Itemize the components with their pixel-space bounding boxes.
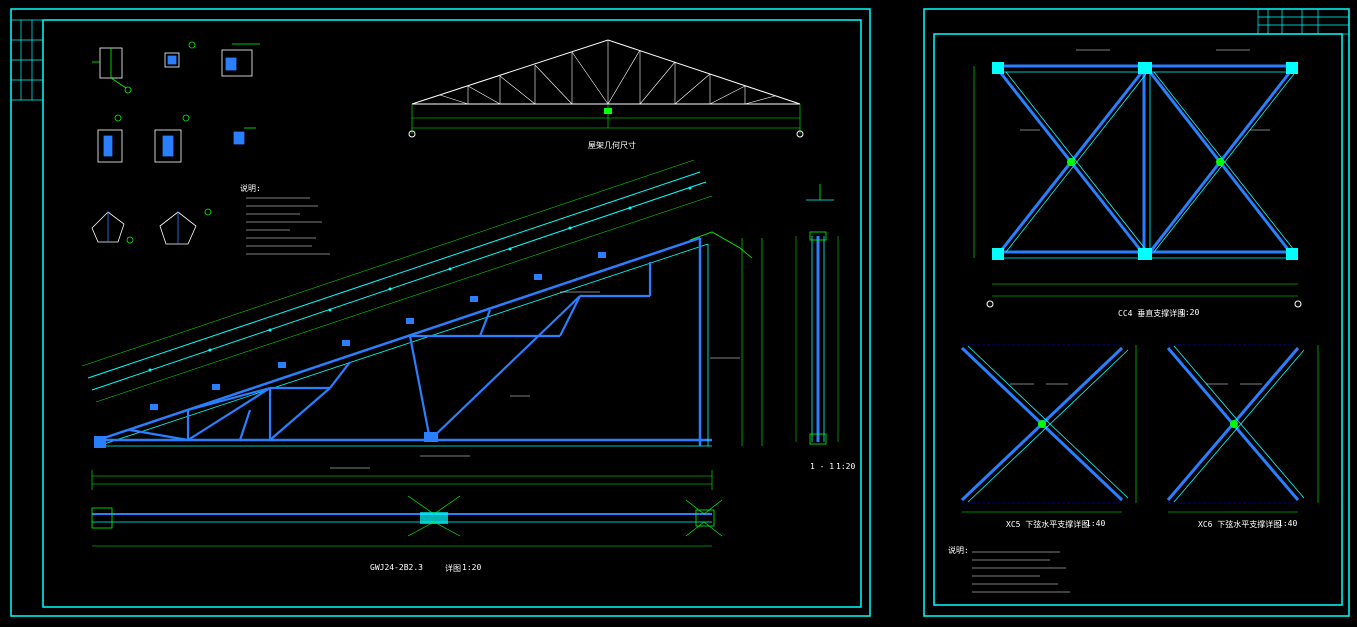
detail-5 [154, 114, 190, 163]
xc5-bracing [960, 344, 1137, 513]
xc6-title: XC6 下弦水平支撑详图 [1198, 520, 1282, 529]
section-title: 1 - 1 [810, 462, 835, 471]
section-1-1 [795, 184, 839, 445]
xc6-scale: 1:40 [1278, 519, 1298, 528]
xc5-title: XC5 下弦水平支撑详图 [1006, 520, 1090, 529]
cc4-plan-title: CC4 垂直支撑详图 [1118, 309, 1186, 318]
right-inner-border [933, 33, 1343, 606]
geometry-diagram-title: 屋架几何尺寸 [588, 141, 636, 150]
left-outer-border [10, 8, 871, 617]
right-notes-heading: 说明: [948, 546, 969, 555]
right-title-block [1257, 8, 1350, 35]
main-drawing-scale: 1:20 [462, 563, 482, 572]
right-sheet [923, 8, 1350, 617]
detail-2 [164, 41, 196, 68]
cc4-bracing-plan [973, 49, 1302, 308]
detail-4 [97, 114, 123, 163]
right-notes-block [972, 551, 1070, 593]
left-notes-block [246, 197, 330, 255]
detail-7 [91, 211, 134, 244]
detail-3 [221, 43, 260, 77]
node-details [91, 41, 260, 245]
main-drawing-title-suffix: 详图 [445, 564, 461, 573]
right-outer-border [923, 8, 1350, 617]
left-title-strip [11, 19, 43, 101]
detail-6 [233, 127, 256, 145]
main-drawing-title: GWJ24-2B2.3 [370, 563, 423, 572]
xc6-bracing [1166, 344, 1319, 513]
section-scale: 1:20 [836, 462, 856, 471]
left-inner-border [42, 19, 862, 608]
detail-1 [92, 47, 132, 94]
left-notes-heading: 说明: [240, 184, 261, 193]
cc4-plan-scale: 1:20 [1180, 308, 1200, 317]
left-sheet [10, 8, 871, 617]
lower-chord-plan [91, 495, 723, 547]
truss-elevation [81, 159, 763, 490]
xc5-scale: 1:40 [1086, 519, 1106, 528]
truss-geometry-diagram [408, 39, 804, 138]
detail-8 [159, 208, 212, 245]
